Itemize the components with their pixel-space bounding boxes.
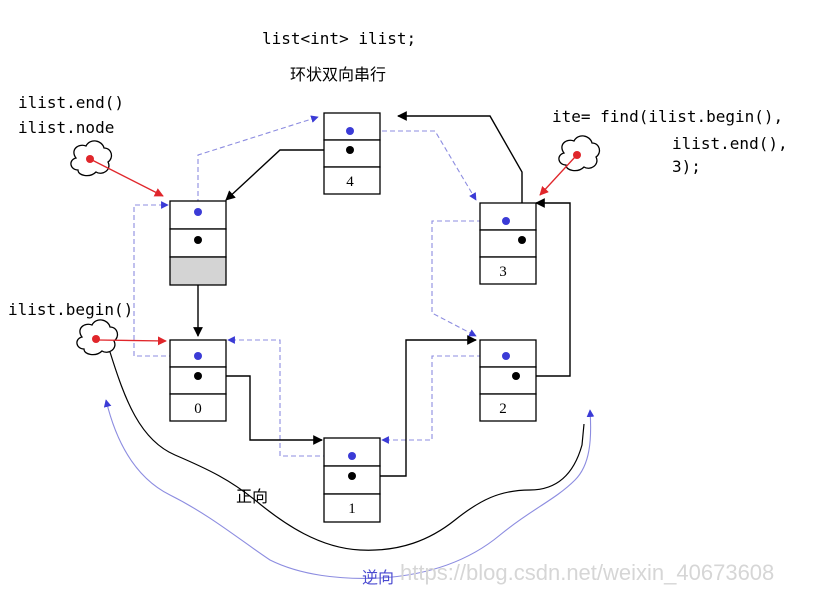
find-iterator-cloud xyxy=(558,135,601,172)
prev-link-1-to-0 xyxy=(227,336,352,457)
begin-iterator-cloud xyxy=(76,319,119,356)
node-value: 0 xyxy=(194,401,202,417)
sentinel-data-cell xyxy=(169,256,227,286)
prev-link-sentinel-to-4 xyxy=(197,115,319,212)
find-label-line3: 3); xyxy=(672,157,701,176)
prev-dot xyxy=(194,352,202,360)
next-dot xyxy=(194,236,202,244)
forward-direction-curve xyxy=(109,351,585,551)
find-label-line2: ilist.end(), xyxy=(672,134,788,153)
prev-link-2-to-1 xyxy=(381,355,506,444)
watermark: https://blog.csdn.net/weixin_40673608 xyxy=(400,560,774,585)
prev-dot xyxy=(348,452,356,460)
next-dot xyxy=(346,146,354,154)
prev-dot xyxy=(502,217,510,225)
next-dot xyxy=(348,472,356,480)
prev-dot xyxy=(194,208,202,216)
list-node-2: 2 xyxy=(479,339,537,422)
list-node-3: 3 xyxy=(479,202,537,285)
next-dot xyxy=(194,372,202,380)
next-link-2-to-3 xyxy=(516,198,571,377)
list-node-1: 1 xyxy=(323,437,381,523)
begin-label: ilist.begin() xyxy=(8,300,133,319)
diagram-subtitle: 环状双向串行 xyxy=(290,65,386,84)
list-declaration: list<int> ilist; xyxy=(262,29,416,48)
node-value: 1 xyxy=(348,501,356,517)
prev-dot xyxy=(346,127,354,135)
node-label: ilist.node xyxy=(18,118,114,137)
find-label-line1: ite= find(ilist.begin(), xyxy=(552,107,783,126)
list-node-sentinel xyxy=(169,200,227,286)
forward-label: 正向 xyxy=(236,487,268,506)
prev-link-3-to-2 xyxy=(431,220,506,337)
node-value: 3 xyxy=(499,264,507,280)
end-iterator-cloud xyxy=(70,140,113,177)
node-value: 2 xyxy=(499,401,507,417)
prev-dot xyxy=(502,352,510,360)
next-dot xyxy=(512,372,520,380)
backward-label: 逆向 xyxy=(362,568,394,587)
end-label: ilist.end() xyxy=(18,93,124,112)
node-value: 4 xyxy=(346,174,354,190)
end-pointer-arrow xyxy=(91,159,164,197)
begin-pointer-arrow xyxy=(97,336,167,346)
find-pointer-arrow xyxy=(539,156,576,196)
backward-direction-curve xyxy=(103,399,595,579)
next-links xyxy=(193,111,571,477)
list-node-0: 0 xyxy=(169,339,227,422)
next-dot xyxy=(518,236,526,244)
prev-link-0-to-sentinel xyxy=(133,201,198,357)
list-node-4: 4 xyxy=(323,112,381,195)
